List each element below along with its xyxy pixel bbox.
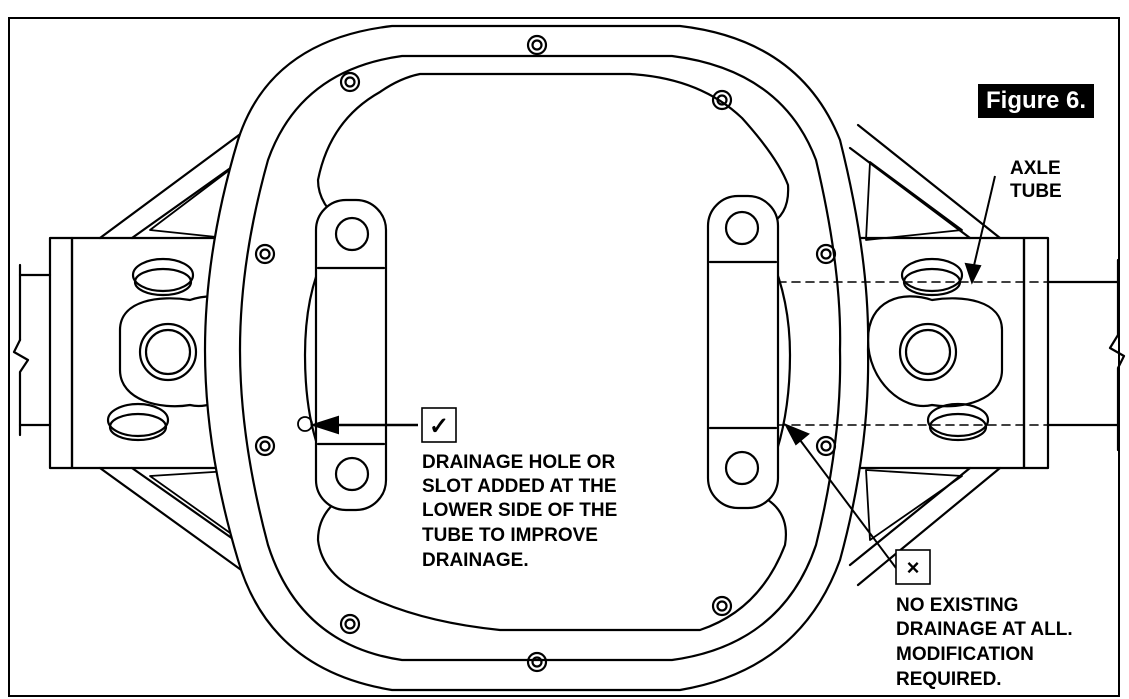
cover-bolt: [526, 34, 548, 56]
cover-bolt: [526, 651, 548, 673]
cover-bolts: [254, 34, 837, 673]
axle-tube-label-line: TUBE: [1010, 181, 1062, 202]
no-drainage-line: REQUIRED.: [896, 669, 1002, 690]
right-tube-boss: [838, 123, 1050, 587]
cover-bolt: [711, 595, 733, 617]
arrowhead-drainage-added: [309, 415, 339, 435]
figure-label: Figure 6.: [978, 84, 1095, 118]
cover-bolt: [254, 243, 276, 265]
cover-bolt: [339, 613, 361, 635]
leader-no-drainage: [799, 439, 897, 569]
arrowhead-no-drainage: [783, 423, 810, 446]
cover-flange-outer: [203, 24, 870, 692]
drainage-added-line: SLOT ADDED AT THE: [422, 476, 617, 497]
no-drainage-line: NO EXISTING: [896, 595, 1018, 616]
axle-tube-label-line: AXLE: [1010, 158, 1061, 179]
axle-tube-label: AXLE TUBE: [1010, 158, 1062, 202]
check-marker-box: [421, 407, 457, 443]
drainage-added-line: DRAINAGE HOLE OR: [422, 452, 615, 473]
cover-bolt: [815, 435, 837, 457]
cross-marker: ×: [907, 555, 920, 580]
cover-flange-inner: [238, 54, 842, 662]
no-drainage-label: NO EXISTING DRAINAGE AT ALL. MODIFICATIO…: [896, 595, 1073, 690]
left-bearing-cap: [314, 198, 388, 512]
drainage-added-line: TUBE TO IMPROVE: [422, 525, 598, 546]
drainage-hole: [297, 416, 313, 432]
drainage-added-label: DRAINAGE HOLE OR SLOT ADDED AT THE LOWER…: [422, 452, 617, 571]
cover-bolt: [711, 89, 733, 111]
right-axle-tube: [1046, 258, 1126, 452]
right-bearing-cap: [706, 194, 780, 510]
no-drainage-line: DRAINAGE AT ALL.: [896, 619, 1073, 640]
cover-bolt: [339, 71, 361, 93]
drainage-added-line: LOWER SIDE OF THE: [422, 500, 617, 521]
hidden-tube-bore: [777, 281, 1049, 426]
check-marker: ✓: [429, 413, 449, 440]
no-drainage-line: MODIFICATION: [896, 644, 1034, 665]
cover-bolt: [254, 435, 276, 457]
left-axle-tube: [12, 263, 52, 437]
cross-marker-box: [895, 549, 931, 585]
left-tube-boss: [48, 116, 274, 587]
drainage-added-line: DRAINAGE.: [422, 550, 529, 571]
arrowhead-axle-tube: [964, 262, 982, 285]
leader-axle-tube: [971, 175, 996, 275]
cover-bolt: [815, 243, 837, 265]
